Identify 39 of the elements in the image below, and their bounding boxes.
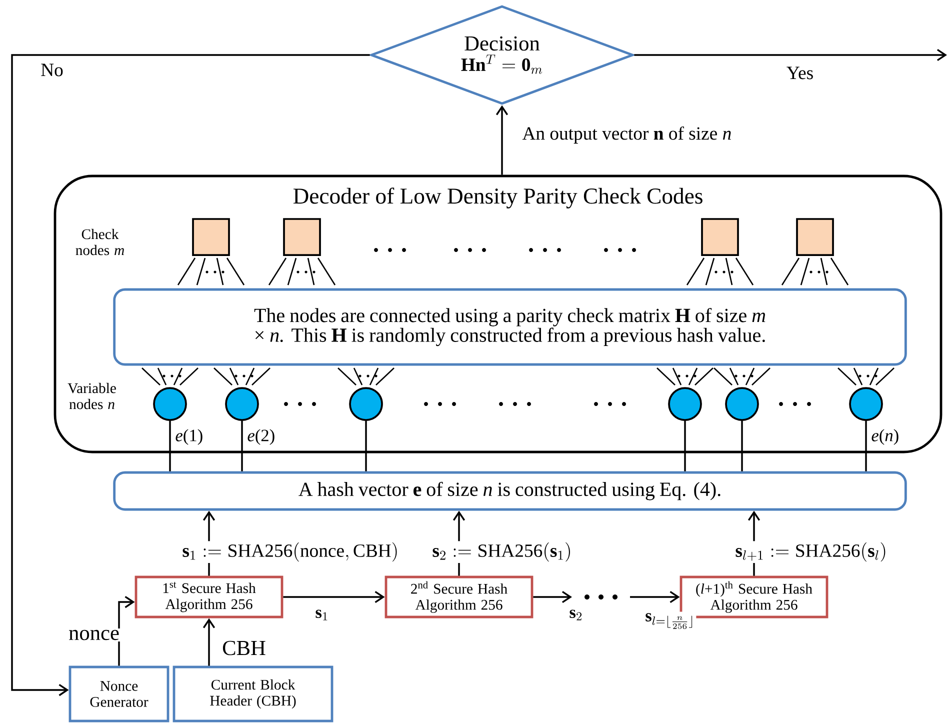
variable-node	[849, 387, 883, 421]
arrow	[533, 590, 572, 604]
check-node	[192, 218, 230, 256]
node-caption: e(2)	[248, 429, 274, 445]
arrow	[496, 105, 508, 175]
edge-label: $\mathbf{s}_{l=\lfloor\frac{n}{256}\rfloor}$	[644, 612, 696, 630]
edge-label: Yes	[785, 65, 815, 81]
text-box: The nodes are connected using a parity check matrix H of size m × n. This H is randomly constructed from a previous hash value.	[113, 288, 907, 366]
arrow	[202, 618, 216, 666]
hash-box: 1$^{st}$ Secure Hash Algorithm 256	[134, 576, 284, 618]
edge-label: No	[39, 62, 65, 78]
edge-label: $\mathbf{s}_{2}$	[568, 608, 584, 622]
edge-label: $\mathbf{s}_{l+1}\mathrel{:=}\mathrm{SHA256}(\mathbf{s}_{l})$	[734, 541, 888, 563]
edge-label: An output vector n of size n	[520, 125, 733, 145]
input-box: Current Block Header (CBH)	[172, 666, 334, 722]
hash-box: 2$^{nd}$ Secure Hash Algorithm 256	[384, 576, 534, 618]
variable-node	[668, 387, 702, 421]
edge-label: CBH	[220, 640, 268, 656]
edge-label: nonce	[67, 628, 121, 642]
arrow	[283, 590, 385, 604]
edge-label: $\mathbf{s}_{1}$	[314, 608, 330, 622]
arrow	[630, 590, 680, 604]
node-caption: e(n)	[872, 429, 898, 445]
variable-node	[153, 387, 187, 421]
side-label: Check nodes m	[76, 228, 124, 256]
text-box: A hash vector e of size n is constructed using Eq. (4).	[113, 471, 907, 511]
edge-label: $\mathbf{s}_{2}\mathrel{:=}\mathrm{SHA256}(\mathbf{s}_{1})$	[430, 541, 574, 563]
check-node	[796, 218, 834, 256]
side-label: Variable nodes n	[68, 382, 116, 410]
edge-label: $\mathbf{s}_{1}\mathrel{:=}\mathrm{SHA256}(\mathrm{nonce},\mathrm{CBH})$	[180, 541, 400, 563]
arrow	[634, 48, 947, 62]
input-box: Nonce Generator	[68, 666, 170, 722]
arrow	[11, 54, 370, 696]
variable-node	[225, 387, 259, 421]
variable-node	[349, 387, 383, 421]
check-node	[701, 218, 739, 256]
node-caption: e(1)	[176, 429, 202, 445]
check-node	[283, 218, 321, 256]
variable-node	[725, 387, 759, 421]
